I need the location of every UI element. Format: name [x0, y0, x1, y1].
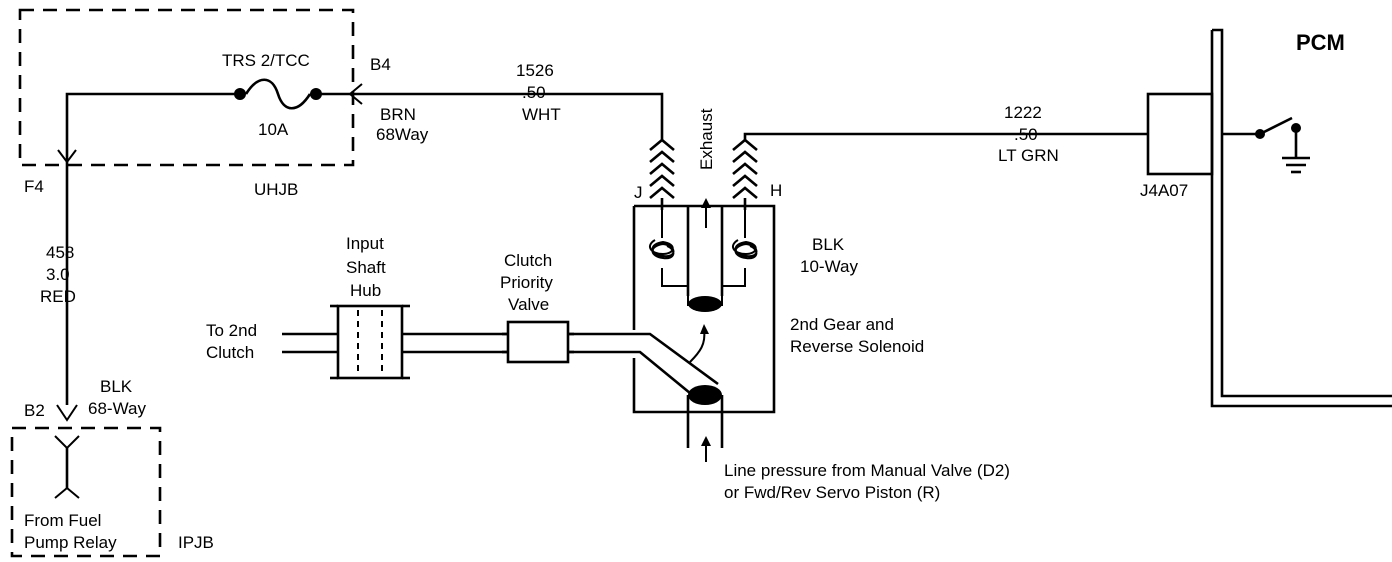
line-pressure-line1: Line pressure from Manual Valve (D2): [724, 461, 1010, 480]
exhaust-label: Exhaust: [697, 108, 716, 170]
b2-label: B2: [24, 401, 45, 420]
ground-icon: [1282, 156, 1310, 174]
valve-ball: [686, 385, 724, 462]
arrow-f4: [57, 149, 77, 164]
pcm-housing: [1210, 28, 1392, 408]
from-fuel-label: From Fuel: [24, 511, 101, 530]
wire-1526: [316, 92, 664, 140]
arrow-b4: [348, 83, 363, 105]
solenoid-line1: 2nd Gear and: [790, 315, 894, 334]
w1526-num: 1526: [516, 61, 554, 80]
fuse-rating: 10A: [258, 120, 289, 139]
pin-j-label: J: [634, 183, 643, 202]
wire-1222: [743, 132, 1148, 140]
line-pressure-line2: or Fwd/Rev Servo Piston (R): [724, 483, 940, 502]
clutch-priority-valve: [502, 320, 574, 364]
brn-conn-label: 68Way: [376, 125, 429, 144]
brn-label: BRN: [380, 105, 416, 124]
blk10-conn: 10-Way: [800, 257, 858, 276]
wire-458: [65, 92, 240, 405]
fuse-icon: [234, 78, 322, 110]
clutch-priority-line2: Priority: [500, 273, 553, 292]
hyd-line-bottom: [282, 350, 697, 400]
clutch-priority-line1: Clutch: [504, 251, 552, 270]
terminal-icon: [54, 435, 80, 499]
input-shaft-hub-line2: Shaft: [346, 258, 386, 277]
w1526-size: .50: [522, 83, 546, 102]
input-shaft-hub-line3: Hub: [350, 281, 381, 300]
w458-num: 458: [46, 243, 74, 262]
blk10-color: BLK: [812, 235, 845, 254]
pin-h-label: H: [770, 181, 782, 200]
w1222-size: .50: [1014, 125, 1038, 144]
uhjb-label: UHJB: [254, 180, 298, 199]
connector-h-icon: [732, 138, 758, 210]
to-2nd-clutch-line1: To 2nd: [206, 321, 257, 340]
w458-color: RED: [40, 287, 76, 306]
blk68-conn: 68-Way: [88, 399, 146, 418]
actuation-arrow: [689, 329, 706, 363]
pump-relay-label: Pump Relay: [24, 533, 117, 552]
input-shaft-hub: [330, 304, 410, 380]
blk68-color: BLK: [100, 377, 133, 396]
pcm-label: PCM: [1296, 30, 1345, 55]
input-shaft-hub-line1: Input: [346, 234, 384, 253]
w1222-num: 1222: [1004, 103, 1042, 122]
clutch-priority-line3: Valve: [508, 295, 549, 314]
fuse-name: TRS 2/TCC: [222, 51, 310, 70]
to-2nd-clutch-line2: Clutch: [206, 343, 254, 362]
w1526-color: WHT: [522, 105, 561, 124]
exhaust-port: [686, 198, 724, 312]
coil-left-icon: [648, 210, 689, 306]
w458-size: 3.0: [46, 265, 70, 284]
b4-label: B4: [370, 55, 391, 74]
solenoid-line2: Reverse Solenoid: [790, 337, 924, 356]
pcm-connector-block: [1146, 92, 1214, 176]
uhjb-box: [18, 8, 355, 167]
j4a07-label: J4A07: [1140, 181, 1188, 200]
hyd-line-top: [282, 332, 719, 386]
switch-icon: [1222, 116, 1301, 158]
f4-label: F4: [24, 177, 44, 196]
actuation-arrowhead: [700, 324, 709, 334]
coil-right-icon: [721, 210, 758, 306]
w1222-color: LT GRN: [998, 146, 1059, 165]
ipjb-box: [10, 426, 162, 558]
solenoid-housing: [632, 204, 776, 414]
connector-j-icon: [649, 138, 675, 210]
ipjb-label: IPJB: [178, 533, 214, 552]
arrow-b2: [56, 404, 78, 422]
